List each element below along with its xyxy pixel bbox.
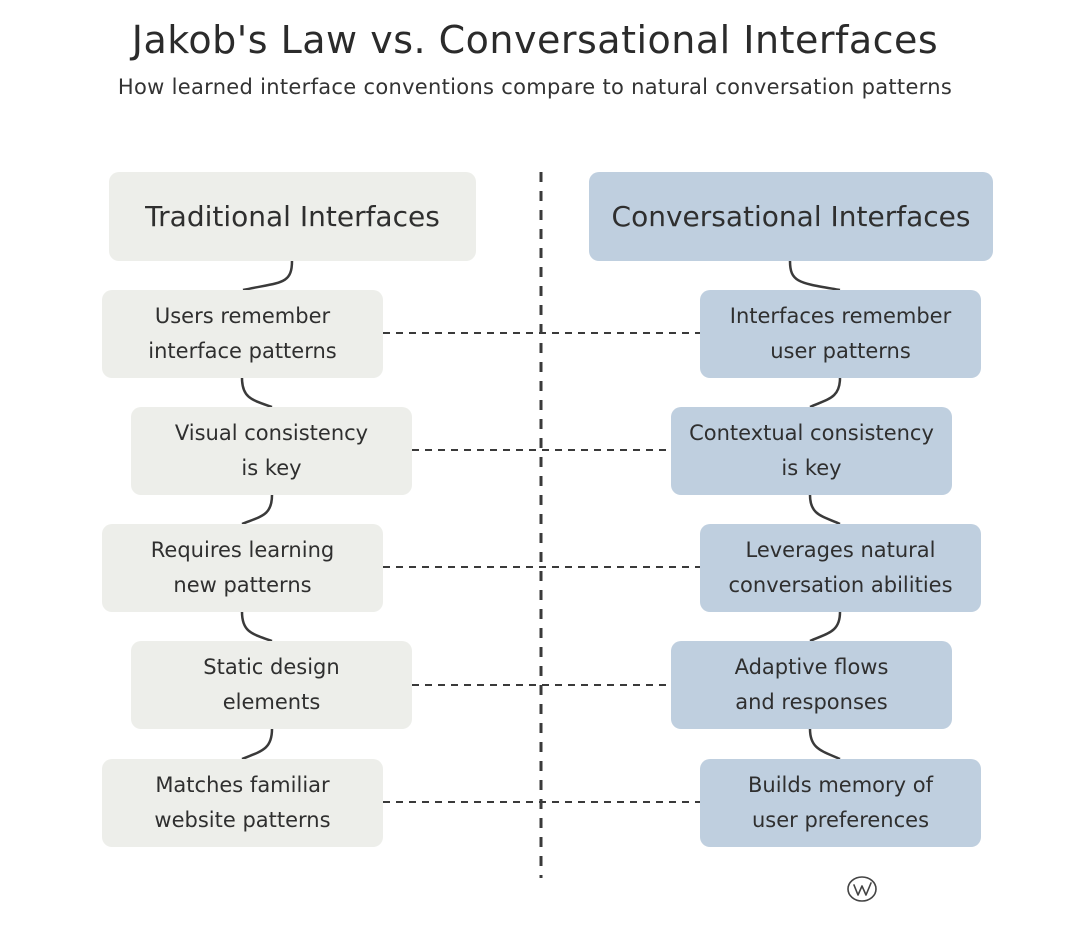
conversational-item: Builds memory of user preferences — [700, 759, 981, 847]
conversational-item-label: Adaptive flows and responses — [734, 655, 889, 714]
traditional-item: Users remember interface patterns — [102, 290, 383, 378]
left-connector — [240, 611, 273, 643]
traditional-item-label: Visual consistency is key — [174, 421, 369, 480]
right-connector — [788, 260, 841, 292]
conversational-item: Adaptive flows and responses — [671, 641, 952, 729]
conversational-item-label: Contextual consistency is key — [689, 421, 934, 480]
conversational-item: Interfaces remember user patterns — [700, 290, 981, 378]
diagram-subtitle: How learned interface conventions compar… — [117, 75, 953, 99]
traditional-item-label: Requires learning new patterns — [150, 538, 335, 597]
traditional-header: Traditional Interfaces — [109, 172, 476, 261]
right-connector — [809, 611, 842, 643]
traditional-item: Static design elements — [131, 641, 412, 729]
conversational-item: Leverages natural conversation abilities — [700, 524, 981, 612]
traditional-item: Matches familiar website patterns — [102, 759, 383, 847]
conversational-item: Contextual consistency is key — [671, 407, 952, 495]
left-connector — [240, 377, 273, 409]
traditional-item-label: Users remember interface patterns — [148, 304, 337, 363]
left-connector — [241, 494, 274, 526]
diagram-title: Jakob's Law vs. Conversational Interface… — [131, 18, 939, 62]
traditional-item: Visual consistency is key — [131, 407, 412, 495]
left-connector — [241, 728, 274, 761]
right-connector — [808, 494, 841, 526]
conversational-item-label: Leverages natural conversation abilities — [728, 538, 953, 597]
traditional-item: Requires learning new patterns — [102, 524, 383, 612]
conversational-header: Conversational Interfaces — [589, 172, 993, 261]
right-connector — [809, 377, 842, 409]
traditional-item-label: Static design elements — [203, 655, 340, 714]
signature-logo-icon — [847, 876, 877, 902]
left-connector — [242, 260, 294, 292]
traditional-item-label: Matches familiar website patterns — [154, 773, 331, 832]
conversational-item-label: Builds memory of user preferences — [748, 773, 933, 832]
right-connector — [808, 728, 841, 761]
conversational-item-label: Interfaces remember user patterns — [729, 304, 952, 363]
